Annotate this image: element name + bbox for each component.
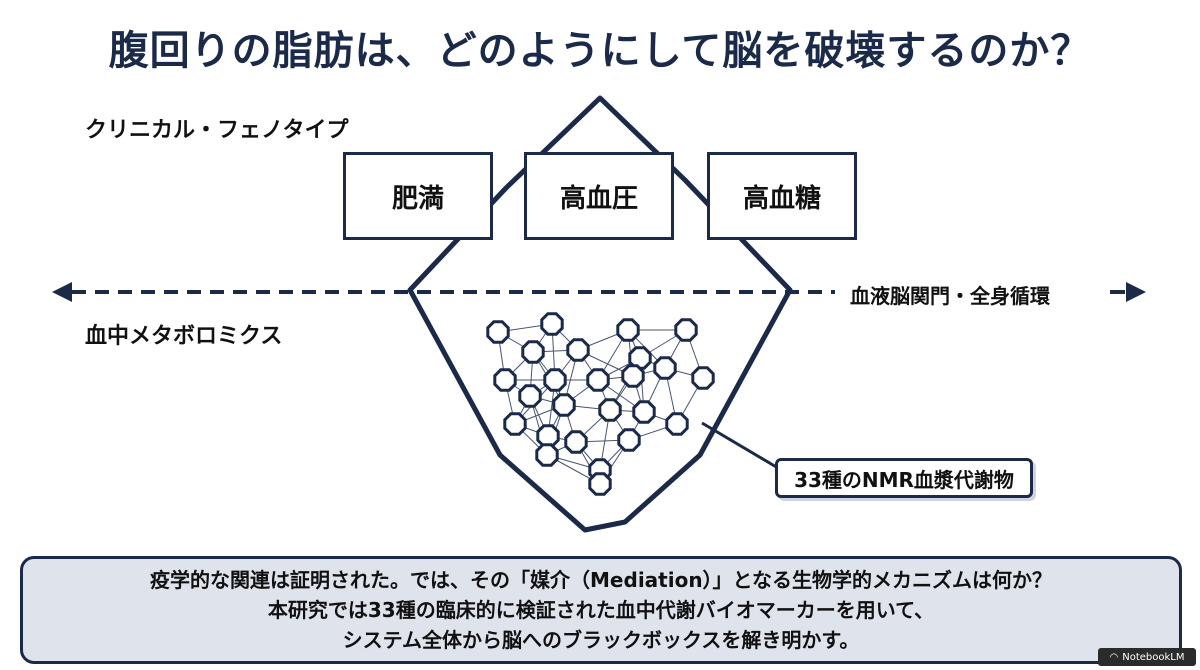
brand-badge: ◠ NotebookLM: [1098, 648, 1196, 666]
metabolite-node-icon: [632, 400, 656, 424]
footer-line-2: 本研究では33種の臨床的に検証された血中代謝バイオマーカーを用いて、: [267, 598, 935, 622]
arrow-right-icon: [1126, 282, 1146, 302]
summary-footer: 疫学的な関連は証明された。では、その「媒介（Mediation）」となる生物学的…: [20, 556, 1182, 664]
metabolite-node-icon: [691, 366, 715, 390]
metabolite-node-icon: [518, 384, 542, 408]
metabolomics-label: 血中メタボロミクス: [85, 324, 283, 349]
arrow-left-icon: [52, 282, 72, 302]
metabolite-node-icon: [588, 472, 612, 496]
metabolite-node-icon: [543, 368, 567, 392]
metabolite-network: [486, 312, 715, 496]
metabolite-node-icon: [598, 398, 622, 422]
footer-line-1: 疫学的な関連は証明された。では、その「媒介（Mediation）」となる生物学的…: [150, 568, 1052, 592]
metabolite-node-icon: [586, 368, 610, 392]
metabolite-node-icon: [566, 338, 590, 362]
page-title: 腹回りの脂肪は、どのようにして脳を破壊するのか？: [108, 28, 1092, 74]
metabolite-node-icon: [540, 312, 564, 336]
axis-label: 血液脳関門・全身循環: [850, 284, 1050, 308]
metabolite-node-icon: [536, 424, 560, 448]
notebooklm-icon: ◠: [1109, 651, 1119, 663]
metabolite-node-icon: [665, 412, 689, 436]
brand-label: NotebookLM: [1122, 651, 1185, 663]
callout-connector: [701, 421, 779, 470]
metabolite-node-icon: [493, 368, 517, 392]
metabolite-node-icon: [653, 356, 677, 380]
phenotype-label: クリニカル・フェノタイプ: [85, 118, 349, 143]
metabolite-node-icon: [535, 443, 559, 467]
footer-line-3: システム全体から脳へのブラックボックスを解き明かす。: [342, 628, 860, 652]
metabolite-node-icon: [616, 318, 640, 342]
metabolite-node-icon: [503, 412, 527, 436]
metabolite-node-icon: [486, 320, 510, 344]
metabolite-node-icon: [552, 393, 576, 417]
diabetes-box: 高血糖: [707, 152, 857, 240]
metabolite-node-icon: [674, 318, 698, 342]
metabolites-callout: 33種のNMR血漿代謝物: [775, 458, 1033, 498]
metabolite-node-icon: [617, 428, 641, 452]
metabolite-node-icon: [564, 430, 588, 454]
hypertension-box: 高血圧: [524, 152, 674, 240]
metabolite-node-icon: [621, 364, 645, 388]
metabolite-node-icon: [521, 340, 545, 364]
obesity-box: 肥満: [343, 152, 493, 240]
